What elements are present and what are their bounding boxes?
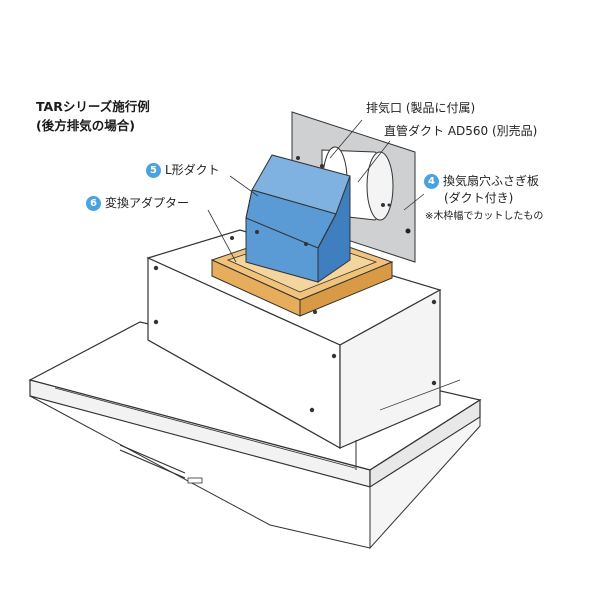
diagram-title: TARシリーズ施行例 (後方排気の場合) — [36, 97, 150, 135]
callout-adapter: 変換アダプター — [105, 196, 190, 210]
title-line-1: TARシリーズ施行例 — [36, 99, 150, 114]
callout-number-5: 5 — [146, 163, 161, 178]
callout-exhaust-port: 排気口 (製品に付属) — [366, 101, 476, 115]
cut-note: ※木枠幅でカットしたもの — [425, 211, 544, 222]
callout-fan-cover-plate: 換気扇穴ふさぎ板 — [443, 174, 540, 188]
callout-l-duct: L形ダクト — [165, 163, 220, 177]
callout-number-4: 4 — [424, 174, 439, 189]
callout-straight-duct: 直管ダクト AD560 (別売品) — [384, 124, 538, 138]
leader-lines — [207, 119, 425, 263]
l-shaped-duct — [245, 154, 351, 283]
callout-fan-cover-plate-sub: (ダクト付き) — [444, 191, 514, 205]
callout-number-6: 6 — [86, 196, 101, 211]
title-line-2: (後方排気の場合) — [36, 118, 135, 133]
